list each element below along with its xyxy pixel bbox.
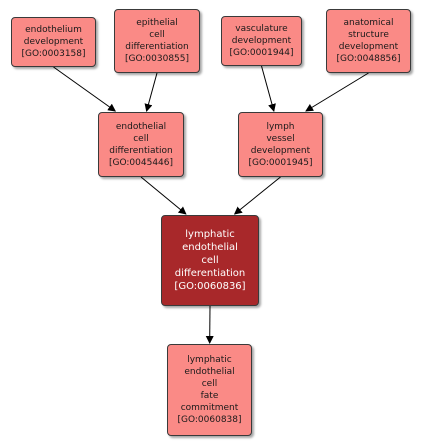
- node-label: endothelial cell differentiation [GO:004…: [108, 121, 174, 168]
- node-label: endothelium development [GO:0003158]: [21, 25, 86, 59]
- edge-n1-to-n5: [53, 66, 117, 112]
- node-endothelium-development[interactable]: endothelium development [GO:0003158]: [11, 17, 96, 67]
- node-label: lymphatic endothelial cell differentiati…: [174, 229, 246, 292]
- node-lymph-vessel-development[interactable]: lymph vessel development [GO:0001945]: [238, 112, 323, 177]
- edge-n4-to-n6: [305, 72, 369, 112]
- node-label: lymph vessel development [GO:0001945]: [248, 121, 313, 168]
- edge-n3-to-n6: [261, 65, 276, 112]
- node-label: lymphatic endothelial cell fate commitme…: [177, 355, 242, 425]
- node-label: anatomical structure development [GO:004…: [336, 18, 401, 64]
- node-lymphatic-endothelial-cell-fate-commitment[interactable]: lymphatic endothelial cell fate commitme…: [167, 344, 252, 436]
- edge-n6-to-n7: [233, 176, 281, 215]
- node-anatomical-structure-development[interactable]: anatomical structure development [GO:004…: [326, 9, 411, 73]
- edge-n2-to-n5: [144, 72, 158, 112]
- node-label: epithelial cell differentiation [GO:0030…: [124, 18, 190, 64]
- node-label: vasculature development [GO:0001944]: [229, 24, 294, 58]
- node-epithelial-cell-differentiation[interactable]: epithelial cell differentiation [GO:0030…: [114, 9, 200, 73]
- node-endothelial-cell-differentiation[interactable]: endothelial cell differentiation [GO:004…: [98, 112, 184, 177]
- node-vasculature-development[interactable]: vasculature development [GO:0001944]: [221, 16, 302, 66]
- node-lymphatic-endothelial-cell-differentiation[interactable]: lymphatic endothelial cell differentiati…: [161, 215, 259, 306]
- edge-n5-to-n7: [140, 176, 187, 215]
